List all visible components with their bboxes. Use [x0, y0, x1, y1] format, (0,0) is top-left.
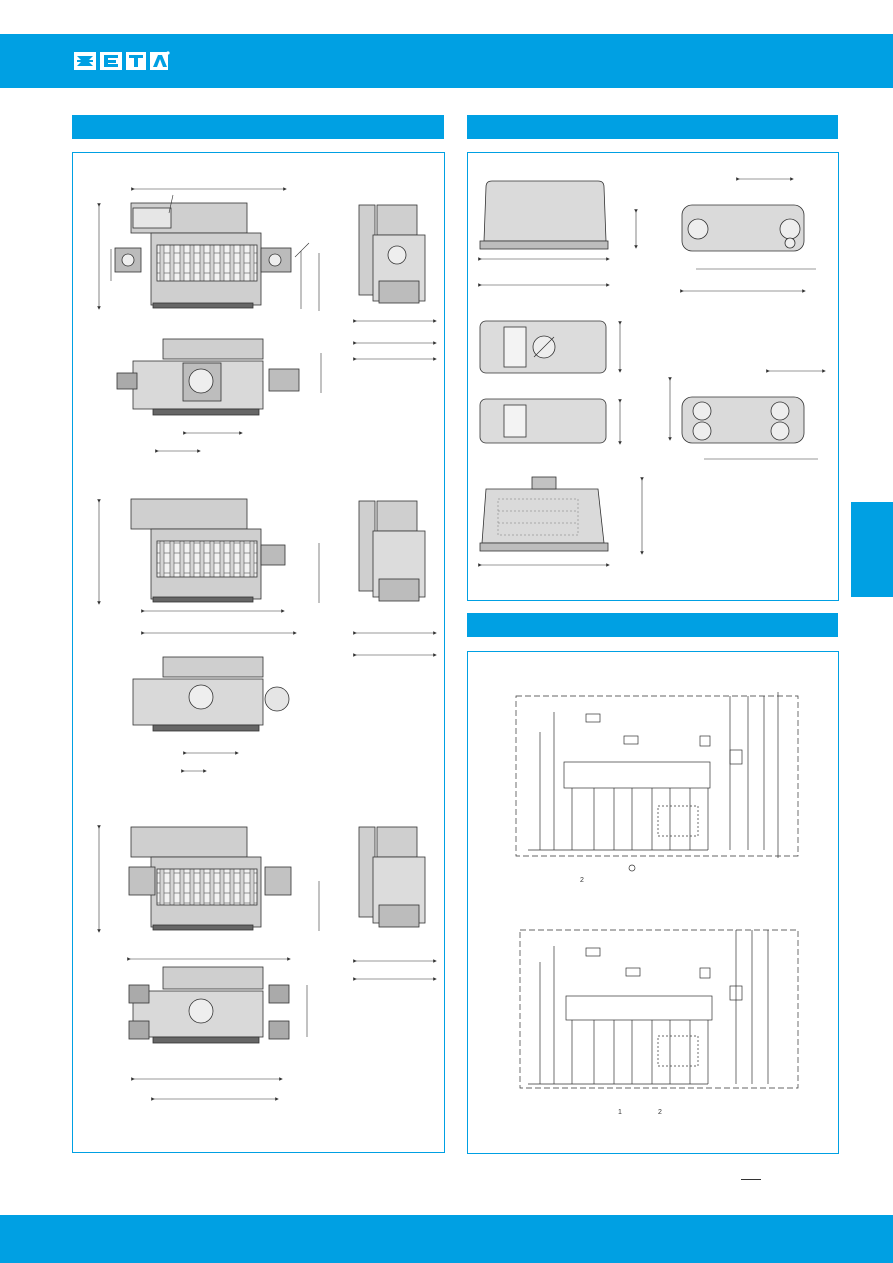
schematic-2: 1 2: [519, 929, 799, 1116]
schematic-1: 2: [515, 692, 799, 884]
device-top-view-2: [132, 656, 290, 773]
dimension-lines-1: [97, 187, 320, 311]
cover-dimension-drawings: [478, 177, 826, 567]
device-side-view-3: [353, 826, 437, 981]
device-front-view-2: [97, 498, 320, 635]
header-bar: [0, 34, 893, 88]
schematics-section-header: [467, 613, 838, 637]
page-marker: [741, 1179, 761, 1180]
eta-logo: [74, 51, 170, 70]
device-top-view-3: [127, 957, 308, 1101]
left-section-header: [72, 115, 444, 139]
device-dimension-drawings: [97, 187, 437, 1101]
side-tab: [851, 502, 893, 597]
schematic-2-label-a: 1: [618, 1109, 622, 1116]
left-section-title: [72, 117, 78, 131]
schematic-1-label: 2: [580, 877, 584, 884]
right-section-title: [467, 117, 473, 131]
left-drawing-panel: [72, 152, 445, 1153]
schematics-section-title: [467, 615, 473, 629]
footer-bar: [0, 1215, 893, 1263]
wiring-schematics: 2 1 2: [515, 692, 799, 1116]
cover-side-view: [483, 180, 607, 242]
device-front-view-1: [114, 202, 292, 309]
schematic-2-label-b: 2: [658, 1109, 662, 1116]
device-side-view-2: [353, 500, 437, 657]
cover-top-view-plain: [479, 398, 607, 444]
device-side-view-1: [353, 204, 437, 361]
schematics-panel: 2 1 2: [467, 651, 839, 1154]
device-front-view-3: [97, 825, 320, 933]
right-section-header: [467, 115, 838, 139]
right-drawing-panel: [467, 152, 839, 601]
device-top-view-1: [116, 338, 322, 453]
base-plate-view-1: [681, 204, 805, 252]
